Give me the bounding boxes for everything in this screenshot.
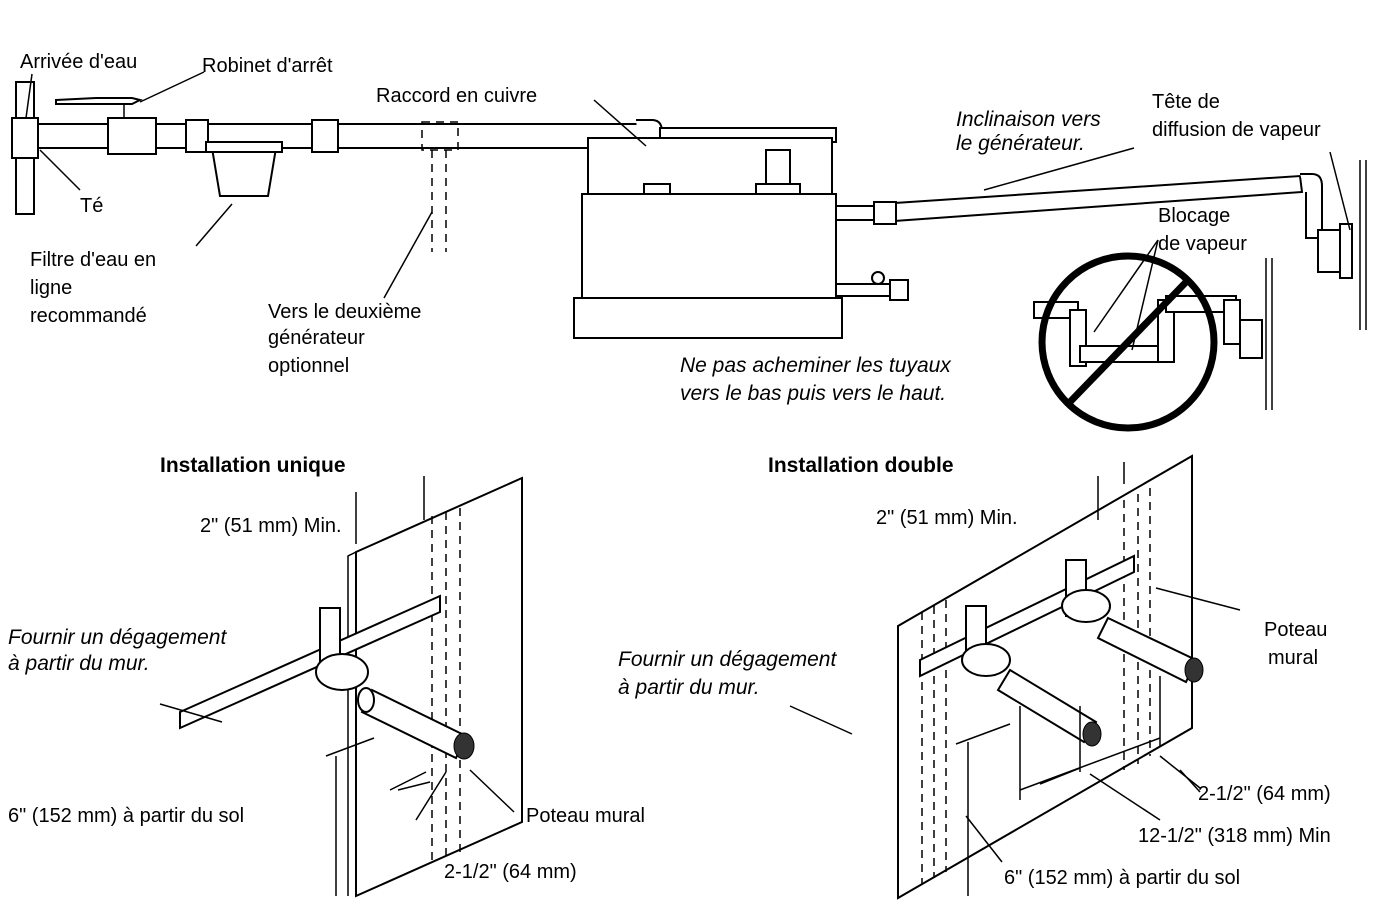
double-wall-note-line2: à partir du mur. [618, 676, 760, 699]
label-tee: Té [80, 195, 103, 217]
prohibition-circle [1038, 252, 1218, 432]
wall-panel-single [355, 476, 523, 898]
label-second-gen-line3: optionnel [268, 355, 349, 377]
generator-top [587, 137, 833, 195]
double-spacing: 12-1/2" (318 mm) Min [1138, 825, 1331, 847]
label-second-gen-line1: Vers le deuxième [268, 301, 421, 323]
elbow-left [961, 643, 1011, 677]
steam-generator [573, 127, 1367, 339]
label-warning-line1: Ne pas acheminer les tuyaux [680, 354, 952, 377]
single-title: Installation unique [160, 454, 346, 477]
label-filter-line3: recommandé [30, 305, 147, 327]
nipple-left [996, 668, 1098, 744]
label-water-inlet: Arrivée d'eau [20, 51, 137, 73]
double-wall-note-line1: Fournir un dégagement [618, 648, 837, 671]
label-steam-head-line2: diffusion de vapeur [1152, 119, 1321, 141]
prohibition-slash [1065, 277, 1191, 407]
label-slope-line2: le générateur. [956, 132, 1085, 155]
generator-base [573, 297, 843, 339]
drain-valve [835, 283, 897, 297]
single-stud-offset: 2-1/2" (64 mm) [444, 861, 577, 883]
single-stud-label: Poteau mural [526, 805, 645, 827]
label-steam-block-line2: de vapeur [1158, 233, 1247, 255]
double-title: Installation double [768, 454, 954, 477]
shutoff-valve-body [107, 117, 157, 155]
single-min-clearance: 2" (51 mm) Min. [200, 515, 342, 537]
elbow-right [1061, 589, 1111, 623]
top-leader-lines [25, 71, 1351, 351]
label-slope-line1: Inclinaison vers [956, 108, 1101, 131]
generator-body [581, 193, 837, 299]
single-installation-drawing [159, 476, 523, 898]
steam-elbow [1300, 173, 1323, 239]
double-stud-line2: mural [1268, 647, 1318, 669]
label-steam-head-line1: Tête de [1152, 91, 1220, 113]
single-wall-note-line2: à partir du mur. [8, 652, 150, 675]
water-supply-assembly [11, 81, 665, 252]
inline-filter [210, 147, 278, 197]
double-stud-offset: 2-1/2" (64 mm) [1198, 783, 1331, 805]
label-copper-fitting: Raccord en cuivre [376, 85, 537, 107]
double-stud-line1: Poteau [1264, 619, 1327, 641]
label-warning-line2: vers le bas puis vers le haut. [680, 382, 946, 405]
mounting-bracket-single [179, 594, 441, 730]
elbow-single [315, 653, 369, 691]
valve-handle [55, 97, 143, 105]
tee-fitting [11, 117, 39, 159]
nipple-right [1096, 616, 1198, 684]
single-floor-height: 6" (152 mm) à partir du sol [8, 805, 244, 827]
label-shutoff-valve: Robinet d'arrêt [202, 55, 333, 77]
prohibited-routing [1033, 252, 1273, 432]
label-filter-line1: Filtre d'eau en [30, 249, 156, 271]
double-floor-height: 6" (152 mm) à partir du sol [1004, 867, 1240, 889]
label-filter-line2: ligne [30, 277, 72, 299]
steam-line [879, 174, 1304, 224]
double-installation-drawing [789, 454, 1241, 900]
label-steam-block-line1: Blocage [1158, 205, 1230, 227]
double-min-clearance: 2" (51 mm) Min. [876, 507, 1018, 529]
label-second-gen-line2: générateur [268, 327, 365, 349]
single-wall-note-line1: Fournir un dégagement [8, 626, 227, 649]
